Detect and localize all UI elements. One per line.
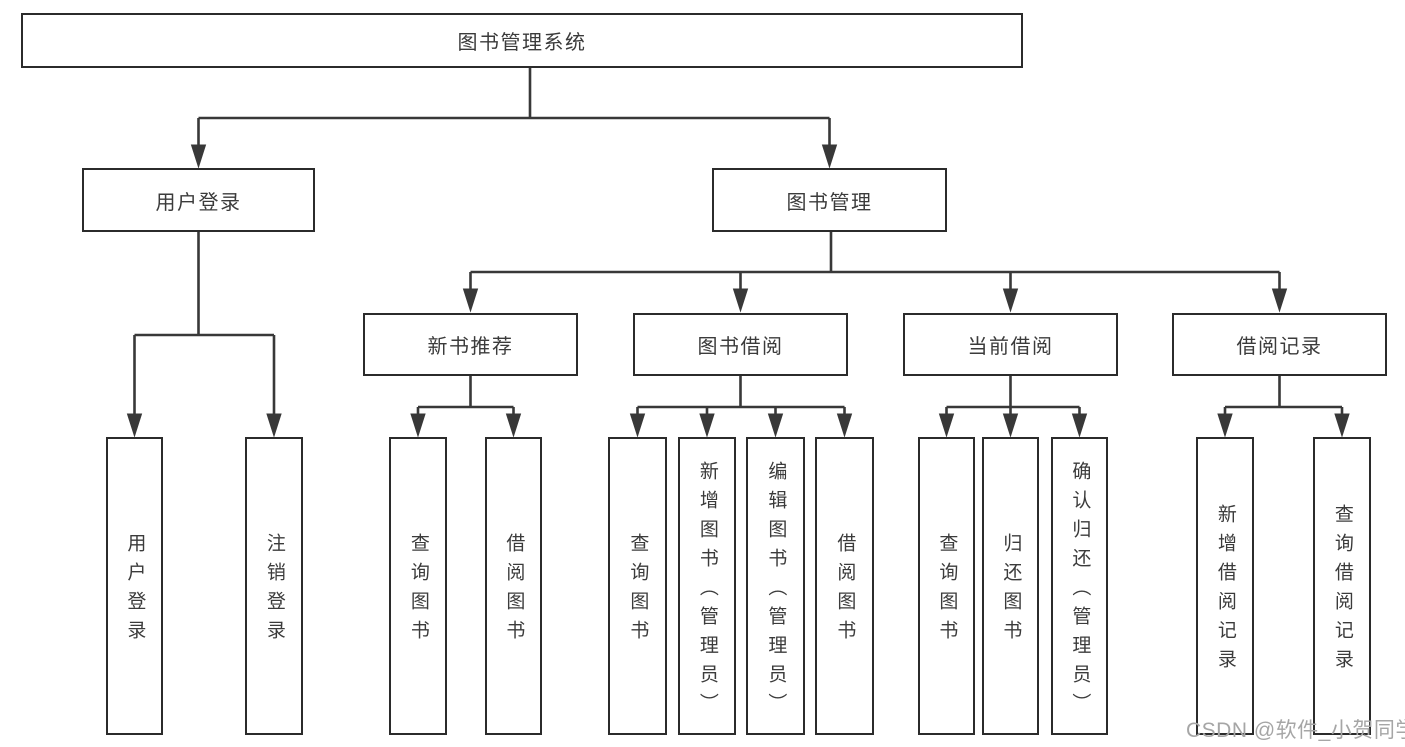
leaf-query-books-recommend-label: 查询图书 bbox=[407, 533, 429, 649]
leaf-borrow-books-borrowing-label: 借阅图书 bbox=[834, 533, 856, 649]
node-borrow-records-label: 借阅记录 bbox=[1236, 336, 1323, 358]
node-root: 图书管理系统 bbox=[21, 13, 1023, 68]
leaf-query-books-borrowing: 查询图书 bbox=[608, 437, 667, 735]
node-user-login: 用户登录 bbox=[82, 168, 315, 232]
leaf-add-book-admin: 新增图书（管理员） bbox=[678, 437, 736, 735]
leaf-edit-book-admin-label: 编辑图书（管理员） bbox=[765, 460, 787, 722]
leaf-query-books-borrowing-label: 查询图书 bbox=[627, 533, 649, 649]
watermark: CSDN @软件_小贺同学 bbox=[1186, 719, 1405, 742]
leaf-user-login-label: 用户登录 bbox=[124, 533, 146, 649]
node-current-borrowing: 当前借阅 bbox=[903, 313, 1118, 376]
leaf-add-borrow-record: 新增借阅记录 bbox=[1196, 437, 1254, 735]
node-book-management: 图书管理 bbox=[712, 168, 947, 232]
node-book-borrowing: 图书借阅 bbox=[633, 313, 848, 376]
leaf-query-books-current: 查询图书 bbox=[918, 437, 975, 735]
node-user-login-label: 用户登录 bbox=[155, 191, 242, 214]
leaf-query-books-current-label: 查询图书 bbox=[936, 533, 958, 649]
leaf-add-borrow-record-label: 新增借阅记录 bbox=[1214, 504, 1236, 678]
node-new-book-recommend-label: 新书推荐 bbox=[427, 336, 514, 358]
leaf-query-borrow-record: 查询借阅记录 bbox=[1313, 437, 1371, 735]
leaf-logout-login-label: 注销登录 bbox=[263, 533, 285, 649]
leaf-query-borrow-record-label: 查询借阅记录 bbox=[1331, 504, 1353, 678]
node-book-management-label: 图书管理 bbox=[786, 191, 873, 214]
leaf-borrow-books-recommend: 借阅图书 bbox=[485, 437, 542, 735]
node-current-borrowing-label: 当前借阅 bbox=[967, 336, 1054, 358]
node-book-borrowing-label: 图书借阅 bbox=[697, 336, 784, 358]
node-root-label: 图书管理系统 bbox=[457, 32, 587, 54]
leaf-borrow-books-borrowing: 借阅图书 bbox=[815, 437, 874, 735]
leaf-return-books: 归还图书 bbox=[982, 437, 1039, 735]
leaf-edit-book-admin: 编辑图书（管理员） bbox=[746, 437, 805, 735]
leaf-logout-login: 注销登录 bbox=[245, 437, 303, 735]
leaf-borrow-books-recommend-label: 借阅图书 bbox=[503, 533, 525, 649]
leaf-query-books-recommend: 查询图书 bbox=[389, 437, 447, 735]
node-borrow-records: 借阅记录 bbox=[1172, 313, 1387, 376]
leaf-user-login: 用户登录 bbox=[106, 437, 163, 735]
leaf-add-book-admin-label: 新增图书（管理员） bbox=[696, 460, 718, 722]
leaf-confirm-return-admin-label: 确认归还（管理员） bbox=[1069, 460, 1091, 722]
leaf-return-books-label: 归还图书 bbox=[1000, 533, 1022, 649]
node-new-book-recommend: 新书推荐 bbox=[363, 313, 578, 376]
leaf-confirm-return-admin: 确认归还（管理员） bbox=[1051, 437, 1108, 735]
